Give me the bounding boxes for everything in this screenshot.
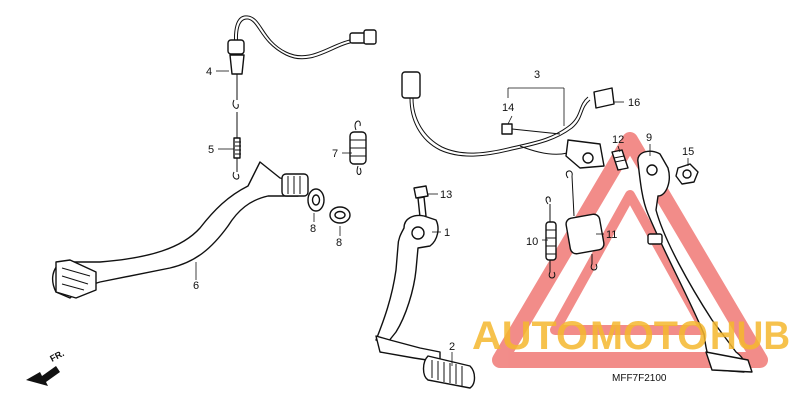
washers xyxy=(307,188,351,224)
direction-label: FR. xyxy=(48,348,65,364)
leader-lines xyxy=(195,70,689,366)
callout-6: 6 xyxy=(193,280,199,292)
callout-15: 15 xyxy=(682,146,694,158)
front-direction-indicator: FR. xyxy=(26,348,66,386)
callout-3: 3 xyxy=(534,69,540,81)
brake-pedal-spring xyxy=(349,120,367,175)
side-stand xyxy=(637,150,753,373)
callout-12: 12 xyxy=(612,134,624,146)
brake-pedal xyxy=(51,161,309,299)
diagram-code: MFF7F2100 xyxy=(612,373,667,384)
callout-8a: 8 xyxy=(310,223,316,235)
callout-1: 1 xyxy=(444,227,450,239)
callout-2: 2 xyxy=(449,341,455,353)
callout-labels: 4 5 6 7 8 8 1 2 13 3 14 16 12 9 15 10 11 xyxy=(193,66,694,353)
callout-11: 11 xyxy=(606,229,617,241)
svg-text:AUTO: AUTO xyxy=(472,314,588,358)
arrow-icon xyxy=(26,366,60,386)
gearshift-pedal xyxy=(375,214,476,389)
callout-8b: 8 xyxy=(336,237,342,249)
callout-13: 13 xyxy=(440,189,452,201)
bolts xyxy=(611,149,699,185)
callout-4: 4 xyxy=(206,66,212,78)
callout-9: 9 xyxy=(646,132,652,144)
callout-14: 14 xyxy=(502,102,514,114)
callout-10: 10 xyxy=(526,236,538,248)
watermark-text: AUTO MOTO HUB xyxy=(472,314,790,358)
callout-7: 7 xyxy=(332,148,338,160)
rear-brake-switch-wire xyxy=(227,15,377,180)
gearshift-bolt xyxy=(413,185,429,218)
svg-text:MOTO: MOTO xyxy=(590,314,708,358)
svg-text:HUB: HUB xyxy=(710,314,790,358)
sidestand-switch-wire xyxy=(401,71,615,169)
sidestand-springs xyxy=(545,170,605,279)
callout-5: 5 xyxy=(208,144,214,156)
callout-16: 16 xyxy=(628,97,640,109)
